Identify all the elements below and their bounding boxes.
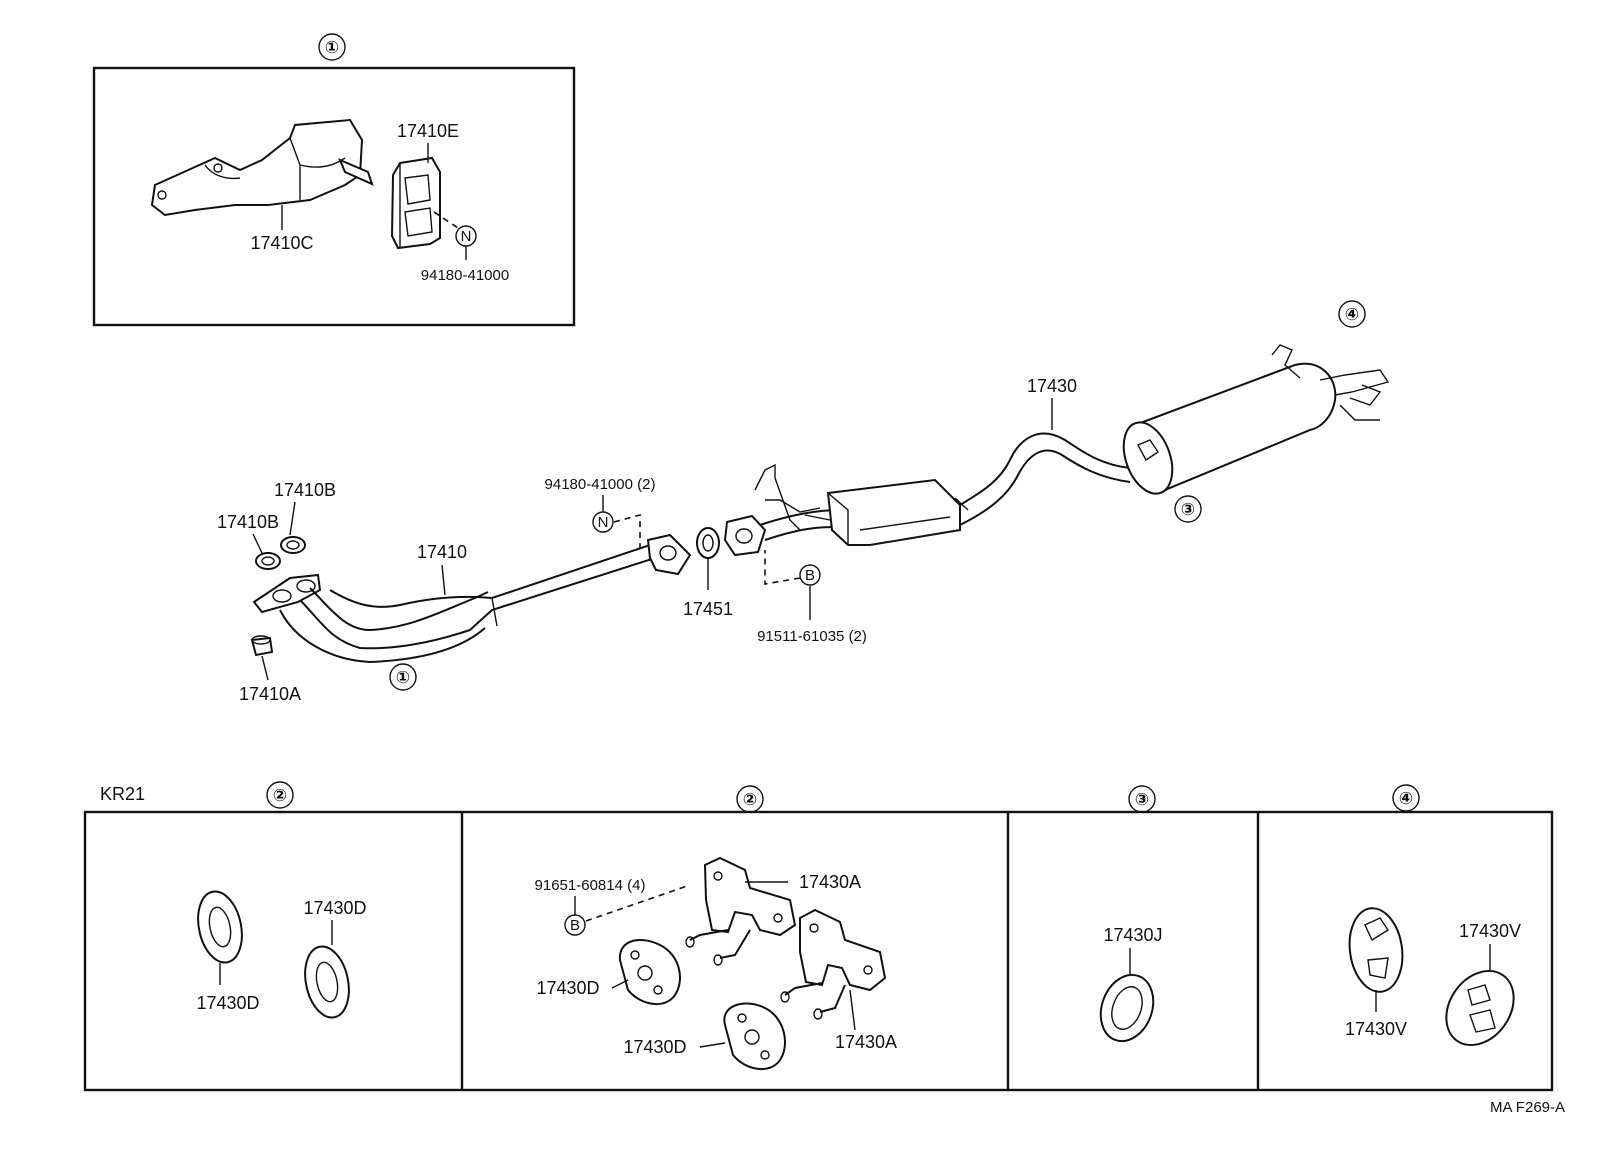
hanger-callout: ④ <box>1345 305 1359 324</box>
callout-circle <box>318 33 346 61</box>
label-17430d-c: 17430D <box>536 978 599 998</box>
label-17410: 17410 <box>417 542 467 562</box>
callout-circle <box>1128 785 1156 813</box>
hanger-17430v-right-drawing <box>1445 969 1515 1047</box>
inset-callout: ① <box>325 38 339 57</box>
callout-circle <box>1174 495 1202 523</box>
callout-circle <box>1392 784 1420 812</box>
stud-17410a-drawing <box>250 635 274 657</box>
label-17410c: 17410C <box>250 233 313 253</box>
label-17430a-upper: 17430A <box>799 872 861 892</box>
label-17410b-upper: 17410B <box>274 480 336 500</box>
hanger-17430v-left-drawing <box>1348 907 1404 993</box>
nut-pair-symbol: N <box>598 514 609 531</box>
panel-3: ③ 17430J <box>1099 785 1163 1043</box>
model-code: KR21 <box>100 784 145 804</box>
label-17451: 17451 <box>683 599 733 619</box>
label-17410e: 17410E <box>397 121 459 141</box>
leader-17410 <box>441 564 446 596</box>
label-17430v-right: 17430V <box>1459 921 1521 941</box>
panel-4-callout: ④ <box>1399 789 1413 808</box>
inset-frame <box>92 66 576 327</box>
front-pipe-17410-drawing <box>252 533 692 664</box>
bolt-4-symbol-circle <box>564 914 586 936</box>
label-17410b-lower: 17410B <box>217 512 279 532</box>
leader-17410b-lower <box>252 533 263 554</box>
bolt-pair-symbol: B <box>805 567 815 584</box>
nut-pair-symbol-circle <box>592 511 614 533</box>
panels-frame <box>83 810 1554 1092</box>
bolt-4-symbol: B <box>570 917 580 934</box>
label-17430: 17430 <box>1027 376 1077 396</box>
bottom-panels: KR21 ② 17430D 17430D ② 91651-60814 (4) B <box>83 781 1554 1092</box>
rubber-17430d-lower-drawing <box>723 1002 786 1070</box>
panel-1: ② 17430D 17430D <box>196 781 367 1019</box>
label-17430d-a: 17430D <box>196 993 259 1013</box>
callout-circle <box>266 781 294 809</box>
label-17430v-left: 17430V <box>1345 1019 1407 1039</box>
panel-3-callout: ③ <box>1135 790 1149 809</box>
nut-pair-dashed-line <box>613 513 641 548</box>
ring-17430d-a <box>197 890 243 964</box>
leader-17430d-d <box>699 1042 726 1048</box>
bolt-4-dashed-line <box>585 884 691 922</box>
panel-1-callout: ② <box>273 786 287 805</box>
callout-circle <box>1338 300 1366 328</box>
label-17410a: 17410A <box>239 684 301 704</box>
bracket-17430a-lower-drawing <box>780 908 887 1020</box>
label-94180-41000-2: 94180-41000 (2) <box>545 476 656 493</box>
callout-circle <box>736 785 764 813</box>
panel-2: ② 91651-60814 (4) B 17430A <box>535 785 897 1070</box>
nut-symbol: N <box>461 228 472 245</box>
label-17430d-b: 17430D <box>303 898 366 918</box>
inset-top: ① 17410C 17410E N 94180-41000 <box>92 33 576 327</box>
bolt-pair-symbol-circle <box>799 564 821 586</box>
leader-17410b-upper <box>289 501 296 536</box>
label-17430d-d: 17430D <box>623 1037 686 1057</box>
front-pipe-callout: ① <box>396 668 410 687</box>
label-17430a-lower: 17430A <box>835 1032 897 1052</box>
label-94180-41000: 94180-41000 <box>421 267 509 284</box>
panel-2-callout: ② <box>743 790 757 809</box>
gasket-17410b-upper <box>280 536 306 554</box>
main-muffler-drawing <box>1122 344 1390 495</box>
callout-circle <box>389 663 417 691</box>
ring-17430d-b <box>304 945 350 1019</box>
main-assembly: 17410B 17410B 17410A 17410 <box>217 300 1390 704</box>
rubber-17430d-upper-drawing <box>618 939 681 1005</box>
ring-17430j <box>1099 973 1155 1043</box>
leader-17430d-c <box>611 979 629 989</box>
center-muffler-drawing <box>723 432 1131 557</box>
label-17430j: 17430J <box>1103 925 1162 945</box>
footer-code: MA F269-A <box>1490 1099 1565 1116</box>
label-91651-60814-4: 91651-60814 (4) <box>535 877 646 894</box>
leader-17430a-lower <box>849 989 856 1031</box>
clamp-callout: ③ <box>1181 500 1195 519</box>
label-91511-61035-2: 91511-61035 (2) <box>757 628 867 645</box>
nut-dashed-line <box>433 211 459 229</box>
leader-17410a <box>261 655 269 681</box>
bracket-17410c-drawing <box>150 118 374 217</box>
bolt-pair-dashed-line <box>764 550 801 585</box>
insulator-17410e-drawing <box>390 156 441 250</box>
gasket-ring-17451 <box>696 527 720 559</box>
panel-4: ④ 17430V 17430V <box>1345 784 1521 1047</box>
gasket-17410b-lower <box>255 552 281 570</box>
bracket-17430a-upper-drawing <box>685 856 797 966</box>
